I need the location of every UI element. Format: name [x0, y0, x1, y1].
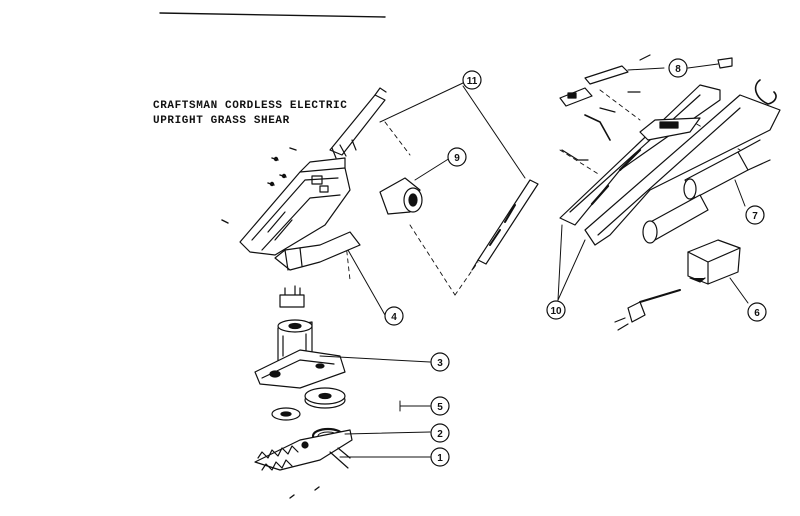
- callout-1: 1: [430, 447, 450, 467]
- part-washer: [271, 407, 301, 421]
- callout-7-label: 7: [752, 211, 758, 222]
- callout-4-label: 4: [391, 312, 397, 323]
- part-7-battery-pack: [642, 139, 771, 244]
- callout-9-label: 9: [454, 153, 460, 164]
- part-8-switch: [559, 54, 733, 161]
- part-housing-upper: [221, 147, 351, 256]
- callout-2-label: 2: [437, 429, 443, 440]
- part-3-gear-plate: [254, 349, 346, 389]
- callout-3-label: 3: [437, 358, 443, 369]
- callout-11-label: 11: [467, 76, 478, 87]
- callout-8-label: 8: [675, 64, 681, 75]
- callout-5: 5: [430, 396, 450, 416]
- part-5-drive-gear: [304, 387, 346, 409]
- callout-1-label: 1: [437, 453, 443, 464]
- callout-8: 8: [668, 58, 688, 78]
- callout-6-label: 6: [754, 308, 760, 319]
- part-11-switch-rod: [329, 87, 539, 271]
- callout-9: 9: [447, 147, 467, 167]
- part-retaining-clip: [754, 79, 777, 105]
- part-4-lower-housing: [274, 231, 361, 271]
- callout-10-label: 10: [550, 306, 562, 317]
- callout-4: 4: [384, 306, 404, 326]
- part-9-end-cap: [379, 177, 423, 215]
- callout-10: 10: [546, 300, 566, 320]
- part-1-shear-blades: [254, 429, 353, 499]
- callout-6: 6: [747, 302, 767, 322]
- part-6-charger: [614, 239, 741, 331]
- callout-3: 3: [430, 352, 450, 372]
- callout-11: 11: [462, 70, 482, 90]
- diagram-title-line-1: CRAFTSMAN CORDLESS ELECTRIC: [153, 100, 348, 112]
- diagram-title-line-2: UPRIGHT GRASS SHEAR: [153, 115, 290, 127]
- callout-2: 2: [430, 423, 450, 443]
- top-rule: [159, 12, 386, 18]
- callout-5-label: 5: [437, 402, 443, 413]
- leader-lines: [319, 63, 749, 458]
- alignment-dashes: [344, 89, 741, 296]
- callout-7: 7: [745, 205, 765, 225]
- part-10-handle-halves: [559, 84, 781, 246]
